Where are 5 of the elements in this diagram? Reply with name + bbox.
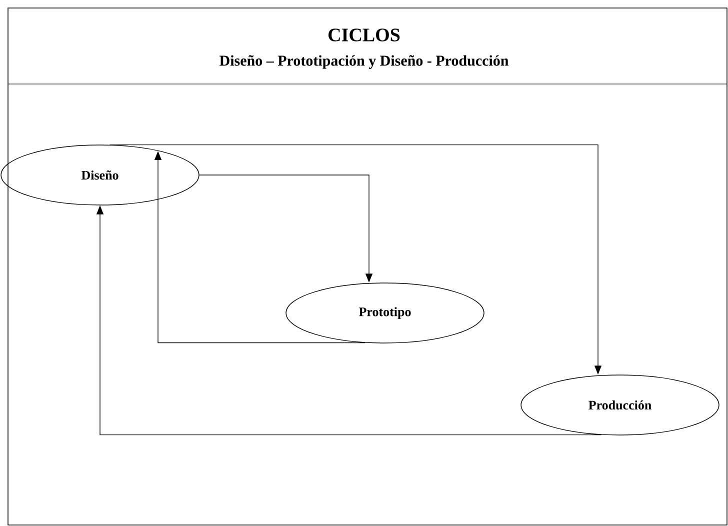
ellipse-node: Producción [520,374,720,436]
subtitle: Diseño – Prototipación y Diseño - Producción [220,55,508,69]
ellipse-node: Prototipo [286,282,484,344]
ellipse-node: Diseño [0,144,200,206]
title: CICLOS [328,28,400,42]
